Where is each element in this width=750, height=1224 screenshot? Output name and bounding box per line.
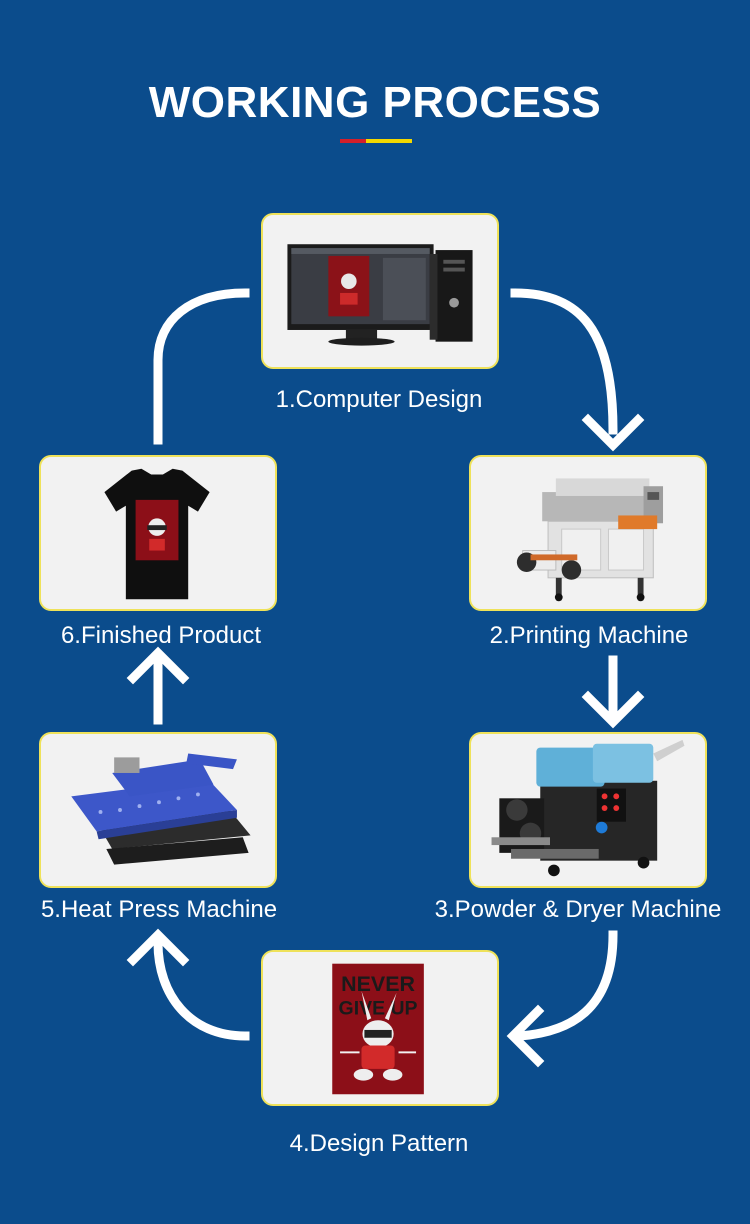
arrow-5-to-6-head bbox=[126, 646, 190, 685]
tshirt-icon bbox=[104, 468, 210, 600]
step-card-design-pattern: NEVER GIVE UP bbox=[261, 950, 499, 1106]
step-label-1: 1.Computer Design bbox=[275, 386, 483, 413]
step-card-heat-press bbox=[39, 732, 277, 888]
artwork-line-1: NEVER bbox=[341, 972, 415, 996]
artwork-line-2: GIVE UP bbox=[339, 997, 418, 1019]
arrow-4-to-5 bbox=[153, 938, 250, 1041]
underline-yellow bbox=[366, 139, 412, 143]
arrow-3-to-4-head bbox=[506, 1004, 545, 1068]
arrow-2-to-3-head bbox=[581, 690, 645, 729]
page-title: WORKING PROCESS bbox=[148, 78, 602, 127]
step-card-powder-dryer bbox=[469, 732, 707, 888]
arrow-3-to-4 bbox=[515, 930, 618, 1041]
step-label-2: 2.Printing Machine bbox=[489, 622, 689, 649]
title-underline bbox=[340, 139, 412, 143]
arrow-1-to-2-head bbox=[581, 413, 645, 452]
arrow-1-to-2 bbox=[510, 288, 618, 435]
heat-press-icon bbox=[71, 753, 251, 865]
printer-machine-icon bbox=[516, 478, 664, 602]
step-label-4: 4.Design Pattern bbox=[289, 1130, 469, 1157]
step-card-finished-product bbox=[39, 455, 277, 611]
step-label-6: 6.Finished Product bbox=[60, 622, 262, 649]
computer-monitor-icon bbox=[287, 244, 473, 346]
step-card-printing-machine bbox=[469, 455, 707, 611]
step-label-5: 5.Heat Press Machine bbox=[40, 896, 278, 923]
step-label-3: 3.Powder & Dryer Machine bbox=[434, 896, 722, 923]
powder-dryer-icon bbox=[491, 739, 685, 877]
arrow-4-to-5-head bbox=[126, 928, 190, 967]
design-pattern-icon: NEVER GIVE UP bbox=[332, 963, 424, 1095]
arrow-6-to-1 bbox=[153, 288, 250, 445]
step-card-computer-design bbox=[261, 213, 499, 369]
underline-red bbox=[340, 139, 366, 143]
